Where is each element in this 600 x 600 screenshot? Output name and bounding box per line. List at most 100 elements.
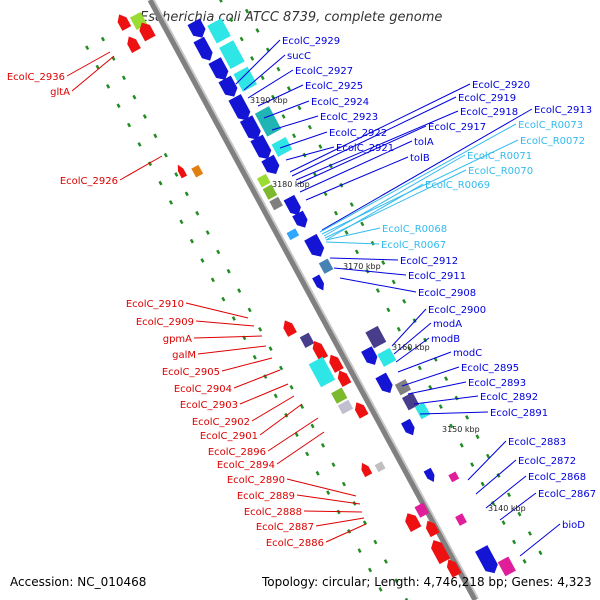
track-dot (373, 539, 378, 545)
track-dot (142, 114, 147, 119)
gene-label-right: EcolC_2920 (472, 80, 530, 91)
gene-label-left: EcolC_2890 (227, 475, 285, 486)
gene-label-right: EcolC_2872 (518, 456, 576, 467)
leader-line (221, 357, 273, 372)
forward-gene (448, 471, 460, 483)
track-dot (417, 365, 422, 371)
gene-label-right: EcolC_2919 (458, 93, 516, 104)
track-dot (210, 277, 215, 283)
gene-label-right: EcolC_2924 (311, 97, 369, 108)
track-dot (396, 326, 401, 332)
gene-label-right: modB (431, 334, 460, 345)
reverse-gene (337, 370, 352, 387)
gene-label-right: modA (433, 319, 462, 330)
track-dot (297, 105, 302, 111)
reverse-gene (446, 559, 462, 578)
track-dot (255, 28, 260, 33)
scale-tick-label: 3180 kbp (272, 180, 310, 189)
track-dot (512, 539, 517, 545)
forward-gene (377, 347, 397, 367)
track-dot (279, 365, 284, 371)
leader-line (291, 96, 457, 177)
track-dot (126, 122, 132, 128)
track-dot (286, 86, 291, 91)
gene-label-left: EcolC_2902 (192, 417, 250, 428)
gene-label-left: EcolC_2901 (200, 431, 258, 442)
track-dot (229, 17, 234, 23)
leader-line (467, 440, 507, 481)
gene-label-right: EcolC_2908 (418, 288, 476, 299)
track-dot (326, 490, 331, 495)
track-dot (391, 279, 396, 285)
leader-line (267, 417, 319, 452)
track-dot (344, 230, 349, 235)
reverse-gene (191, 164, 204, 178)
gene-label-right: sucC (287, 51, 311, 62)
track-dot (179, 219, 184, 225)
track-dot (263, 374, 268, 379)
track-dot (174, 172, 179, 177)
forward-gene (497, 556, 516, 577)
forward-gene (261, 154, 280, 174)
forward-gene (361, 346, 378, 365)
leader-line (475, 459, 517, 495)
leader-line (315, 517, 365, 527)
reverse-gene (139, 22, 156, 42)
track-dot (250, 56, 255, 61)
scale-tick-label: 3190 kbp (250, 96, 288, 105)
track-dot (132, 94, 137, 100)
leader-line (299, 140, 413, 193)
track-dot (506, 492, 512, 498)
leader-line (185, 302, 249, 319)
track-dot (331, 462, 336, 468)
gene-label-right: EcolC_2891 (490, 408, 548, 419)
track-dot (244, 8, 250, 14)
leader-line (303, 510, 363, 513)
gene-label-left: galM (172, 350, 196, 361)
leader-line (319, 123, 517, 233)
track-dot (501, 520, 506, 526)
track-dot (470, 462, 475, 467)
leader-line (197, 345, 267, 355)
reverse-gene (414, 502, 430, 518)
forward-gene (269, 196, 283, 211)
reverse-gene (299, 332, 315, 348)
leader-line (321, 108, 533, 231)
gene-label-right: EcolC_R0072 (520, 136, 585, 147)
forward-gene (193, 36, 213, 61)
leader-line (289, 83, 471, 173)
track-dot (219, 0, 223, 3)
leader-line (276, 431, 325, 465)
reverse-gene (308, 356, 336, 388)
leader-line (419, 411, 489, 415)
reverse-gene (127, 36, 141, 53)
gene-label-left: EcolC_2894 (217, 460, 275, 471)
gene-label-right: EcolC_2917 (428, 122, 486, 133)
reverse-gene (312, 340, 329, 361)
forward-gene (318, 258, 334, 274)
gene-label-right: EcolC_2925 (305, 81, 363, 92)
track-dot (231, 316, 236, 321)
track-dot (375, 288, 380, 293)
gene-label-left: EcolC_2887 (256, 522, 314, 533)
leader-line (397, 351, 452, 373)
leader-line (257, 84, 304, 107)
reverse-gene (405, 513, 422, 532)
leader-lines-layer (66, 39, 561, 557)
gene-label-right: EcolC_2912 (400, 256, 458, 267)
track-dot (402, 298, 407, 304)
leader-line (239, 383, 289, 405)
forward-gene (207, 18, 231, 44)
leader-line (295, 110, 459, 181)
gene-label-right: EcolC_2868 (528, 472, 586, 483)
forward-gene (233, 66, 258, 92)
leader-line (485, 475, 527, 509)
track-dot (200, 258, 205, 263)
forward-gene (304, 233, 325, 257)
track-dot (310, 423, 315, 429)
scale-tick-label: 3150 kbp (442, 425, 480, 434)
track-dot (252, 354, 257, 360)
track-dot (299, 404, 305, 410)
